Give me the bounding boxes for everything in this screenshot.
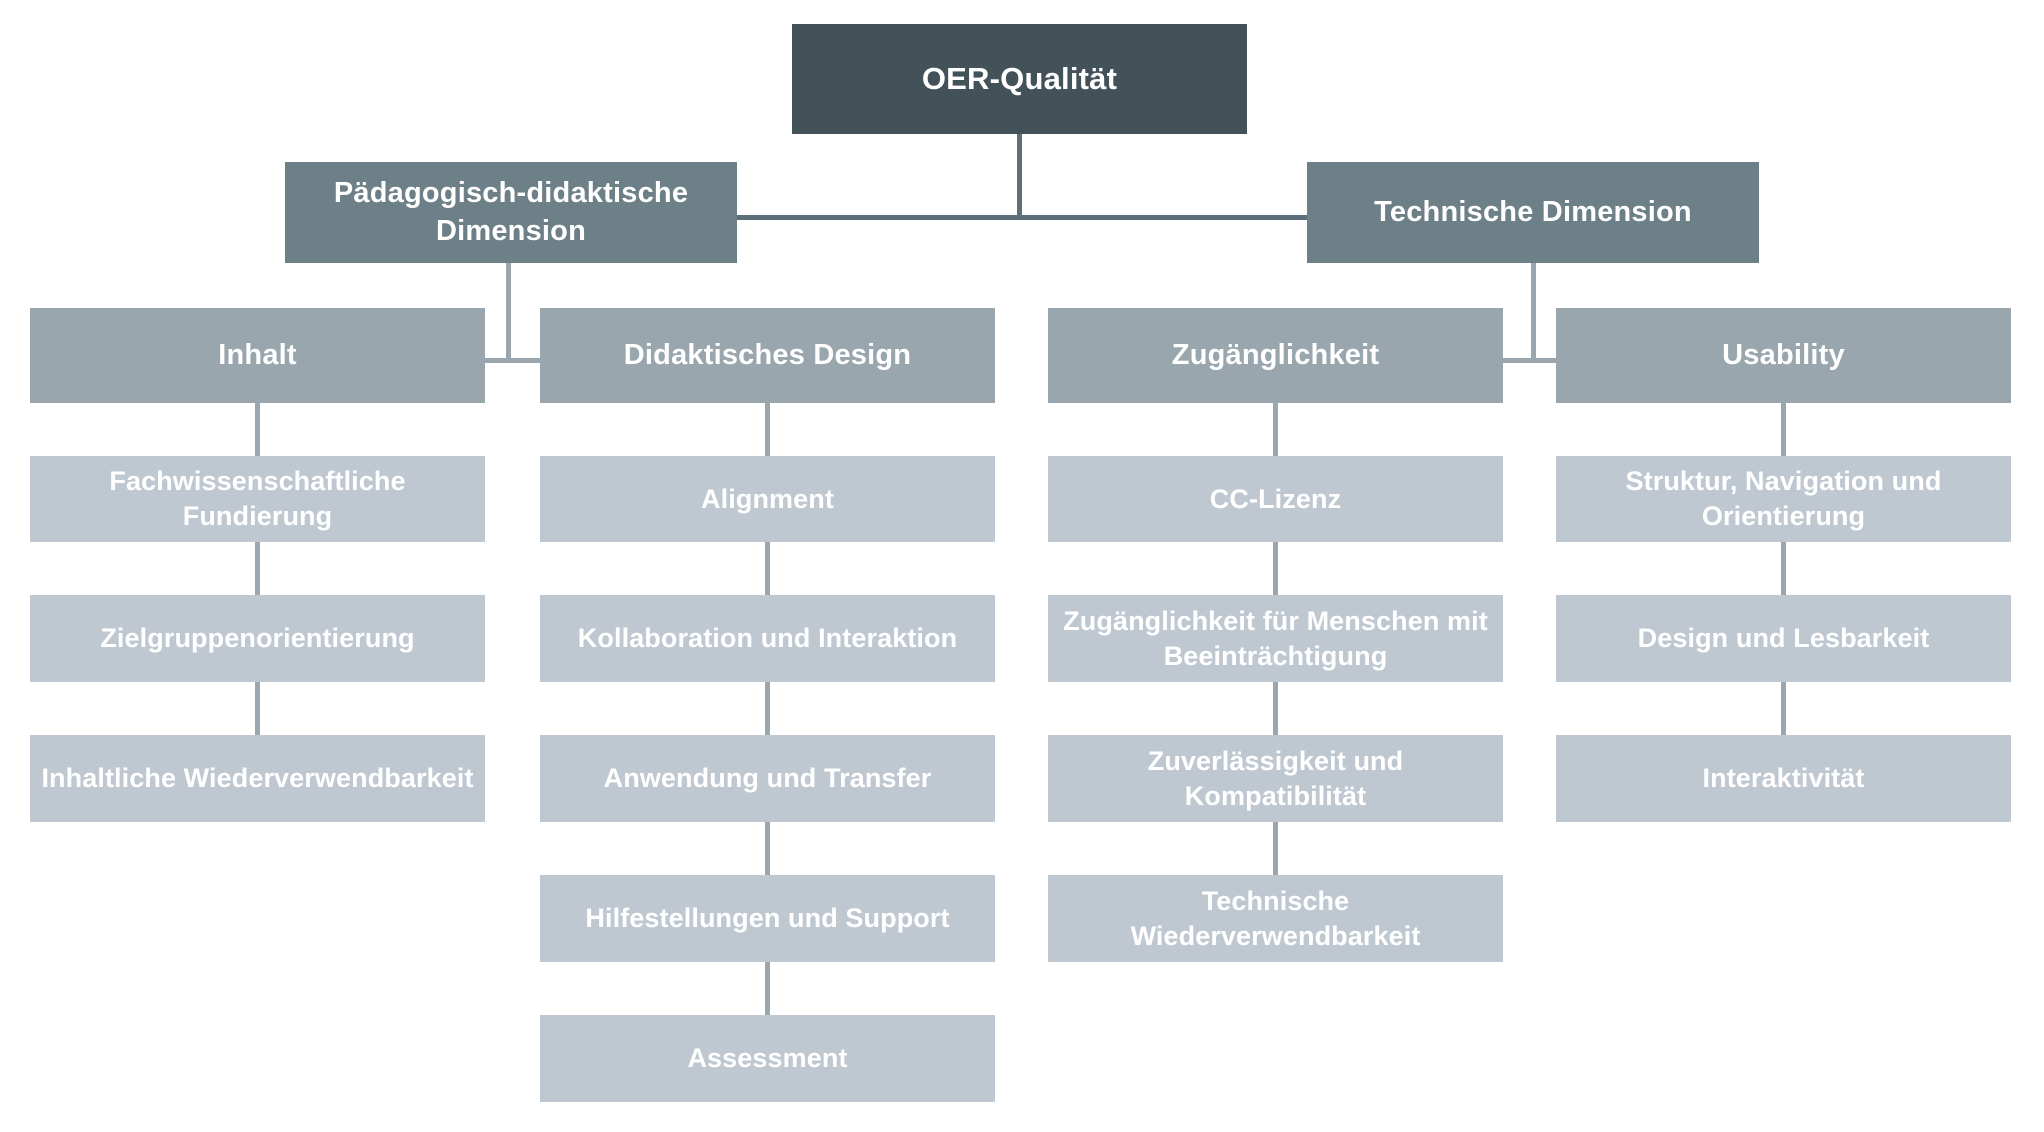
connector-paed-bus [420, 358, 595, 363]
node-criterion-design-und-lesbarkeit[interactable]: Design und Lesbarkeit [1556, 595, 2011, 682]
connector-zug-2 [1273, 542, 1278, 595]
node-category-zugaenglichkeit[interactable]: Zugänglichkeit [1048, 308, 1503, 403]
node-criterion-label: Fachwissenschaftliche Fundierung [109, 466, 406, 531]
node-criterion-technische-wiederverwendbarkeit[interactable]: Technische Wiederverwendbarkeit [1048, 875, 1503, 962]
connector-root-stem [1017, 134, 1022, 218]
connector-usa-2 [1781, 542, 1786, 595]
node-criterion-label: Interaktivität [1702, 763, 1865, 794]
node-dimension-paedagogisch-label: Pädagogisch-didaktische Dimension [333, 177, 689, 247]
connector-tech-stem [1531, 263, 1536, 363]
node-criterion-assessment[interactable]: Assessment [540, 1015, 995, 1102]
connector-inhalt-1 [255, 403, 260, 456]
connector-inhalt-2 [255, 542, 260, 595]
node-category-didaktisches-design-label: Didaktisches Design [623, 338, 912, 371]
connector-usa-1 [1781, 403, 1786, 456]
connector-inhalt-3 [255, 682, 260, 735]
node-criterion-struktur-navigation-orientierung[interactable]: Struktur, Navigation und Orientierung [1556, 456, 2011, 542]
node-criterion-zuverlaessigkeit-und-kompatibilitaet[interactable]: Zuverlässigkeit und Kompatibilität [1048, 735, 1503, 822]
node-criterion-label: Zugänglichkeit für Menschen mit Beeinträ… [1063, 605, 1488, 671]
node-root[interactable]: OER-Qualität [792, 24, 1247, 134]
node-criterion-fachwissenschaftliche-fundierung[interactable]: Fachwissenschaftliche Fundierung [30, 456, 485, 542]
connector-usa-3 [1781, 682, 1786, 735]
node-criterion-label: Anwendung und Transfer [603, 763, 932, 794]
connector-left-dimension-link [737, 215, 742, 220]
node-criterion-alignment[interactable]: Alignment [540, 456, 995, 542]
connector-right-dimension-link [1302, 215, 1307, 220]
node-category-inhalt[interactable]: Inhalt [30, 308, 485, 403]
node-criterion-label: Zuverlässigkeit und Kompatibilität [1147, 745, 1404, 811]
connector-dimension-bus [737, 215, 1307, 220]
connector-tech-bus [1489, 358, 1579, 363]
node-criterion-label: Kollaboration und Interaktion [577, 623, 958, 654]
node-root-label: OER-Qualität [921, 61, 1118, 97]
node-category-inhalt-label: Inhalt [218, 338, 297, 371]
node-criterion-label: CC-Lizenz [1209, 483, 1342, 514]
node-criterion-label: Assessment [687, 1043, 848, 1074]
connector-dd-3 [765, 682, 770, 735]
node-criterion-label: Hilfestellungen und Support [585, 903, 950, 934]
node-category-zugaenglichkeit-label: Zugänglichkeit [1171, 338, 1380, 371]
connector-dd-4 [765, 822, 770, 875]
node-criterion-kollaboration-und-interaktion[interactable]: Kollaboration und Interaktion [540, 595, 995, 682]
node-criterion-interaktivitaet[interactable]: Interaktivität [1556, 735, 2011, 822]
node-criterion-label: Alignment [701, 483, 834, 514]
node-category-usability[interactable]: Usability [1556, 308, 2011, 403]
node-criterion-cc-lizenz[interactable]: CC-Lizenz [1048, 456, 1503, 542]
node-criterion-label: Design und Lesbarkeit [1637, 623, 1930, 654]
node-category-usability-label: Usability [1722, 338, 1845, 371]
node-category-didaktisches-design[interactable]: Didaktisches Design [540, 308, 995, 403]
connector-zug-1 [1273, 403, 1278, 456]
node-criterion-hilfestellungen-und-support[interactable]: Hilfestellungen und Support [540, 875, 995, 962]
connector-zug-4 [1273, 822, 1278, 875]
node-dimension-paedagogisch[interactable]: Pädagogisch-didaktische Dimension [285, 162, 737, 263]
node-criterion-label: Struktur, Navigation und Orientierung [1625, 466, 1942, 531]
connector-dd-2 [765, 542, 770, 595]
connector-dd-5 [765, 962, 770, 1015]
node-criterion-zielgruppenorientierung[interactable]: Zielgruppenorientierung [30, 595, 485, 682]
connector-zug-3 [1273, 682, 1278, 735]
connector-dd-1 [765, 403, 770, 456]
node-dimension-technische-label: Technische Dimension [1374, 195, 1692, 228]
connector-paed-stem [506, 263, 511, 363]
node-criterion-inhaltliche-wiederverwendbarkeit[interactable]: Inhaltliche Wiederverwendbarkeit [30, 735, 485, 822]
node-criterion-anwendung-und-transfer[interactable]: Anwendung und Transfer [540, 735, 995, 822]
node-criterion-label: Inhaltliche Wiederverwendbarkeit [41, 763, 474, 794]
node-criterion-label: Zielgruppenorientierung [100, 623, 415, 654]
node-criterion-zugaenglichkeit-beeintraechtigung[interactable]: Zugänglichkeit für Menschen mit Beeinträ… [1048, 595, 1503, 682]
node-criterion-label: Technische Wiederverwendbarkeit [1130, 885, 1421, 951]
node-dimension-technische[interactable]: Technische Dimension [1307, 162, 1759, 263]
